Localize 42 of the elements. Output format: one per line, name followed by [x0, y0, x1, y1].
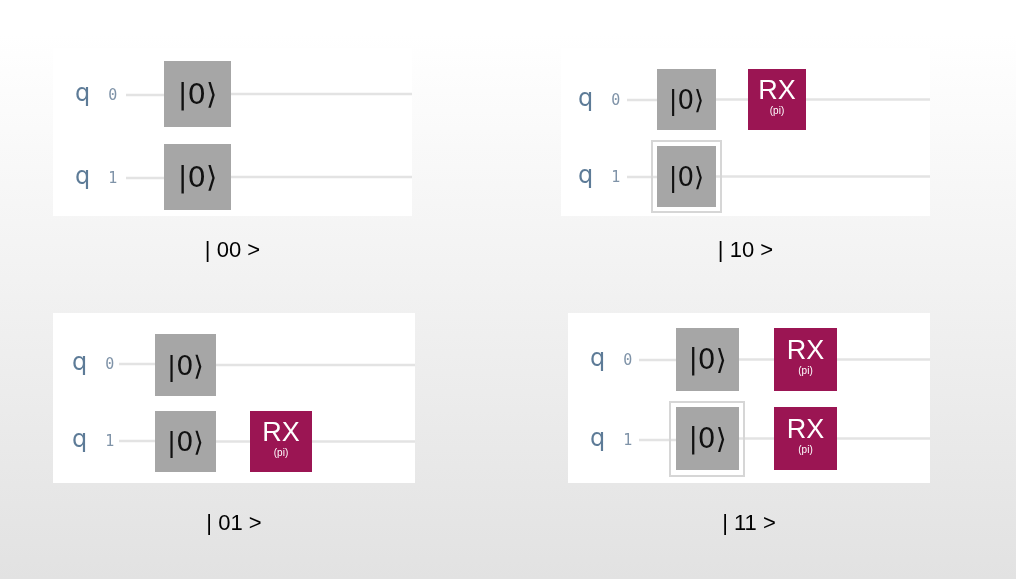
gate-name: RX [758, 77, 796, 104]
circuit-panel [568, 313, 930, 483]
state-caption: | 10 > [717, 239, 774, 261]
qubit-name: q [578, 163, 594, 187]
reset-gate: |0⟩ [164, 144, 231, 210]
qubit-index: 1 [623, 432, 633, 448]
qubit-name: q [590, 346, 606, 370]
reset-gate: |0⟩ [155, 411, 216, 472]
qubit-index: 0 [105, 356, 115, 372]
qubit-name: q [75, 81, 91, 105]
circuit-panel [53, 313, 415, 483]
qubit-name: q [590, 426, 606, 450]
qubit-index: 0 [611, 92, 621, 108]
gate-parameter: (pi) [798, 445, 813, 455]
state-caption: | 01 > [206, 512, 262, 534]
qubit-index: 1 [108, 170, 118, 186]
qubit-name: q [75, 164, 91, 188]
reset-gate: |0⟩ [155, 334, 216, 396]
qubit-name: q [72, 350, 88, 374]
qubit-name: q [578, 86, 594, 110]
gate-name: RX [786, 337, 825, 364]
reset-gate: |0⟩ [164, 61, 231, 127]
rx-gate [774, 328, 837, 391]
qubit-name: q [72, 427, 88, 451]
state-caption: | 00 > [204, 239, 261, 261]
state-caption: | 11 > [722, 512, 776, 534]
reset-gate: |0⟩ [676, 407, 739, 470]
gate-name: RX [262, 419, 300, 446]
reset-gate: |0⟩ [657, 146, 716, 207]
qubit-index: 0 [108, 87, 118, 103]
gate-parameter: (pi) [273, 448, 289, 458]
rx-gate [748, 69, 806, 130]
reset-gate: |0⟩ [657, 69, 716, 130]
qubit-index: 1 [105, 433, 115, 449]
gate-parameter: (pi) [798, 366, 813, 376]
gate-name: RX [786, 416, 825, 443]
gate-parameter: (pi) [769, 106, 785, 116]
qubit-index: 1 [611, 169, 621, 185]
rx-gate [774, 407, 837, 470]
rx-gate [250, 411, 312, 472]
reset-gate: |0⟩ [676, 328, 739, 391]
qubit-index: 0 [623, 352, 633, 368]
